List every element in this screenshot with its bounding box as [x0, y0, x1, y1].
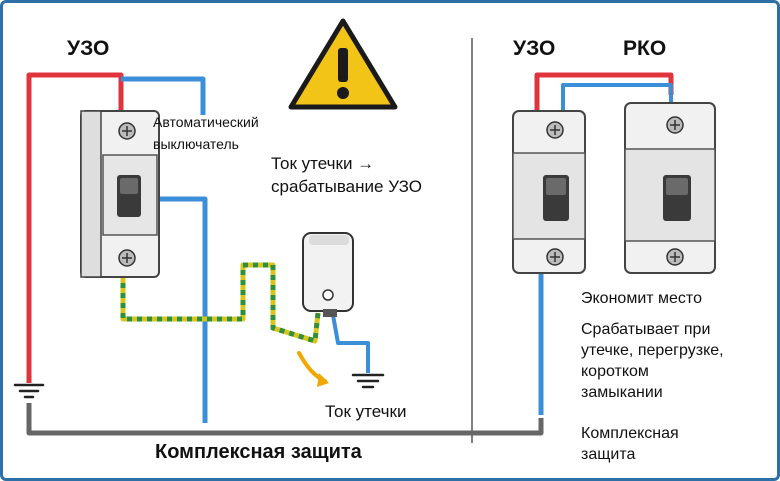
ground-bus-wire [26, 403, 544, 436]
neutral-wire-top-left [121, 76, 206, 115]
rko-title: РКО [623, 37, 667, 60]
water-heater-appliance [302, 232, 354, 317]
trips-text-line3: коротком [581, 363, 649, 380]
complex-text-line1: Комплексная [581, 425, 679, 442]
saves-space-text: Экономит место [581, 290, 702, 307]
neutral-wire-right-top [561, 83, 673, 111]
leak-caption-line2: срабатывание УЗО [271, 177, 422, 196]
uzo-right-title: УЗО [513, 37, 556, 60]
trips-text-line4: замыкании [581, 384, 663, 401]
warning-triangle-icon [288, 18, 398, 110]
breaker-rko-right [624, 102, 716, 274]
heater-neutral-wire [331, 314, 370, 373]
breaker-left [80, 110, 160, 278]
protective-earth-wire [120, 262, 321, 344]
complex-protection-label: Комплексная защита [155, 441, 362, 463]
trips-text-line1: Срабатывает при [581, 321, 711, 338]
uzo-left-title: УЗО [67, 37, 110, 60]
neutral-wire-down-left [153, 196, 208, 423]
ground-symbol-icon [351, 373, 385, 389]
phase-wire-left [26, 72, 124, 383]
breaker-label-line1: Автоматический [153, 114, 259, 130]
wiring-diagram [13, 18, 716, 443]
ground-symbol-icon [13, 383, 45, 399]
complex-text-line2: защита [581, 446, 636, 463]
breaker-uzo-right [512, 110, 586, 274]
breaker-label-line2: выключатель [153, 136, 239, 152]
leak-caption-line1: Ток утечки → [271, 154, 375, 173]
trips-text-line2: утечке, перегрузке, [581, 342, 724, 359]
leak-current-label: Ток утечки [325, 402, 407, 421]
